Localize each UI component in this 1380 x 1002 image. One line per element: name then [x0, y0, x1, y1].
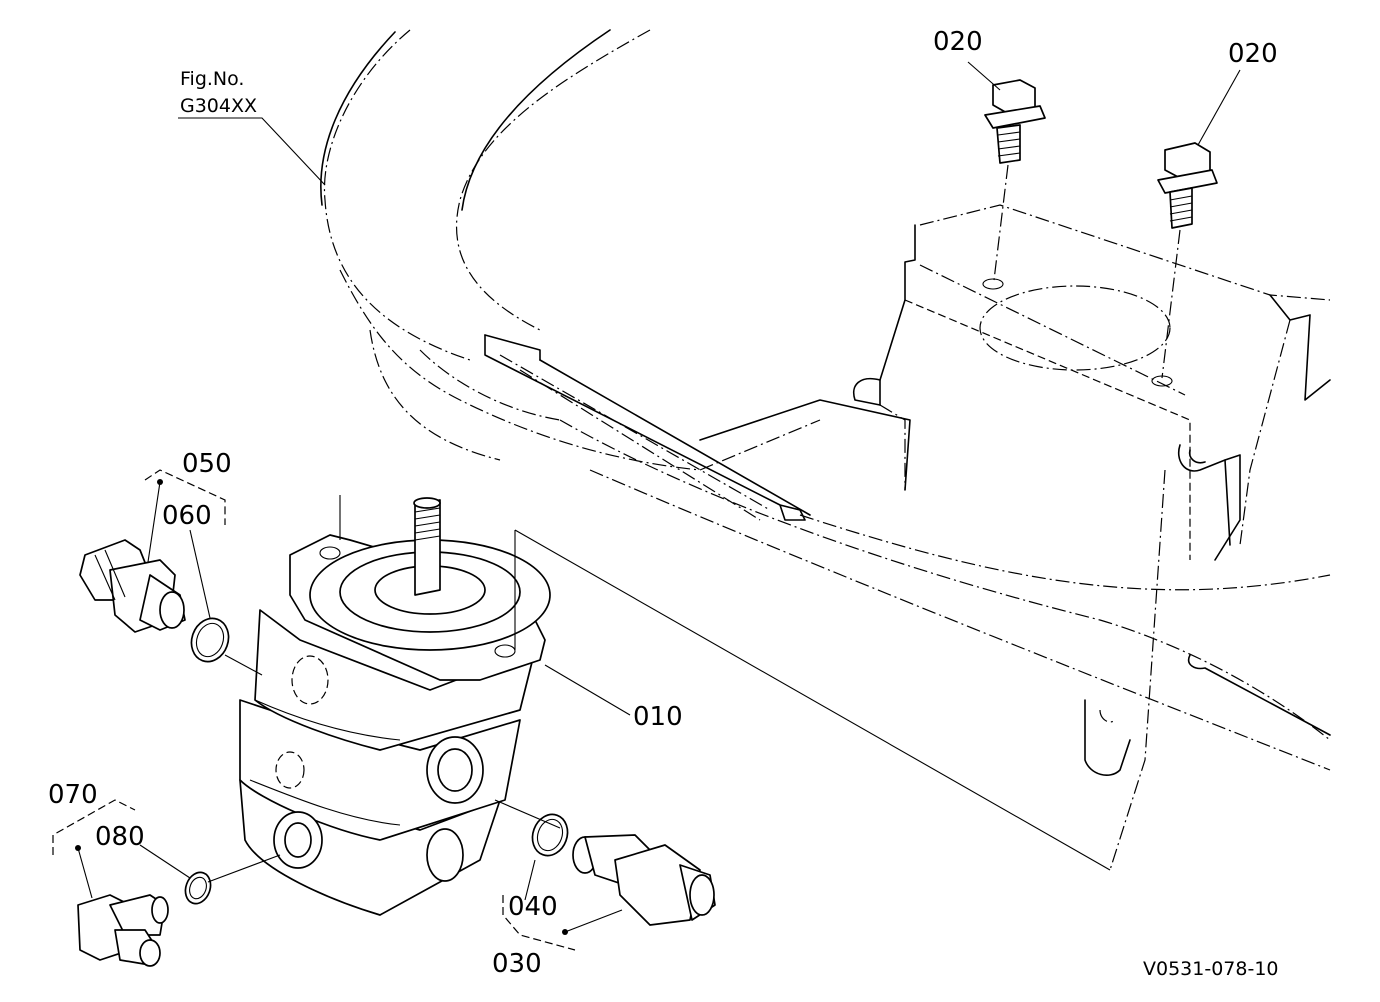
o-ring-060 — [190, 617, 230, 663]
fig-no-label: Fig.No. — [180, 68, 244, 90]
machine-frame-outline — [320, 29, 1331, 871]
callout-020-right: 020 — [1228, 39, 1278, 69]
elbow-fitting-050 — [79, 539, 186, 633]
bolt-020-left — [984, 79, 1046, 281]
o-ring-040 — [531, 813, 569, 857]
drawing-id: V0531-078-10 — [1143, 958, 1279, 980]
callout-060: 060 — [162, 501, 212, 531]
callout-020-left: 020 — [933, 27, 983, 57]
elbow-fitting-030 — [572, 834, 716, 926]
callout-030: 030 — [492, 949, 542, 979]
o-ring-080 — [184, 871, 212, 905]
elbow-fitting-070 — [77, 894, 169, 967]
callout-010: 010 — [633, 702, 683, 732]
callout-070: 070 — [48, 780, 98, 810]
callout-050: 050 — [182, 449, 232, 479]
leader-lines — [52, 61, 1241, 951]
bolt-020-right — [1157, 142, 1218, 379]
fig-no-value: G304XX — [180, 95, 257, 117]
hydraulic-pump-010 — [239, 495, 1111, 916]
callout-080: 080 — [95, 822, 145, 852]
callout-040: 040 — [508, 892, 558, 922]
